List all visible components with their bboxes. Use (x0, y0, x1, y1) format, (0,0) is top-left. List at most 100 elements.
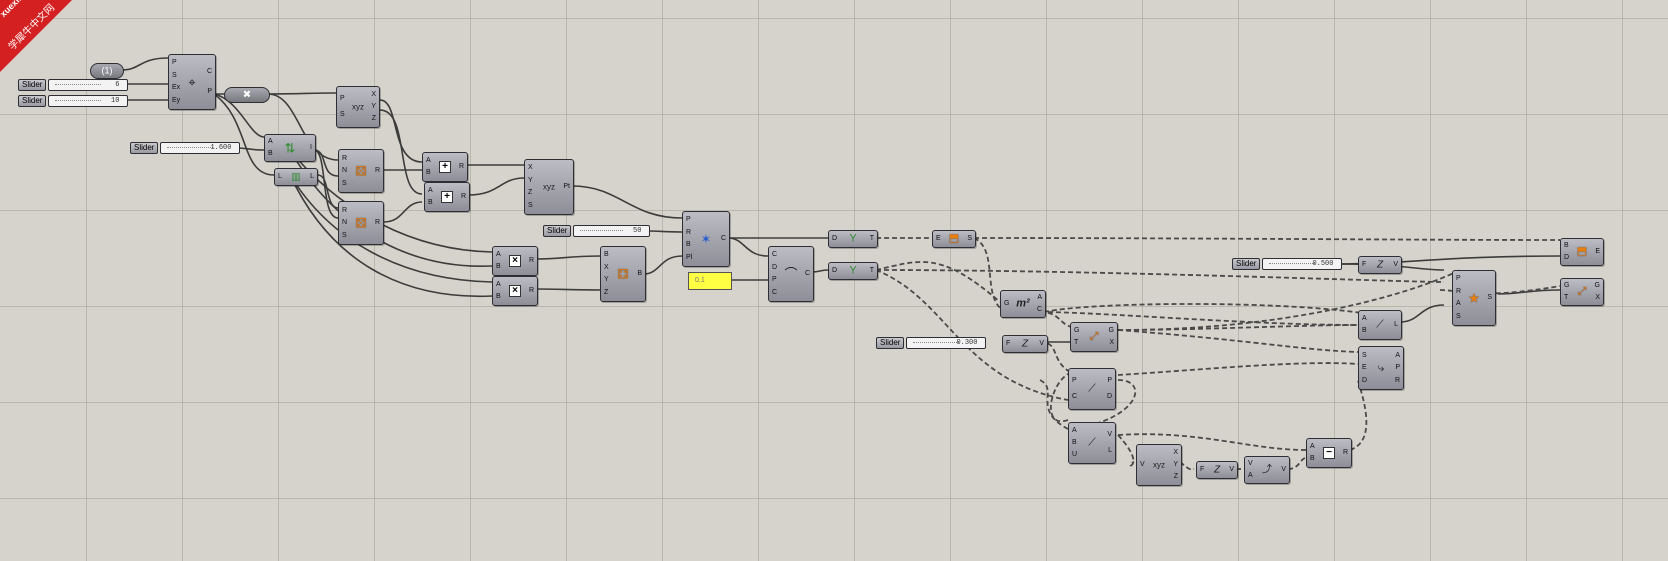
input-port[interactable]: R (342, 154, 348, 162)
input-port[interactable]: P (172, 59, 177, 67)
output-port[interactable]: L (1108, 447, 1112, 454)
slider-track[interactable]: 1.600 (160, 142, 241, 154)
input-port[interactable]: B (496, 293, 501, 300)
input-port[interactable]: R (1456, 287, 1462, 295)
input-port[interactable]: D (772, 263, 778, 271)
slider-track[interactable]: 6 (48, 79, 129, 91)
output-port[interactable]: P (1395, 364, 1400, 371)
input-port[interactable]: P (772, 276, 777, 284)
output-port[interactable]: S (967, 235, 972, 242)
output-port[interactable]: A (1037, 294, 1042, 302)
input-port[interactable]: R (686, 228, 692, 236)
input-port[interactable]: A (268, 138, 273, 146)
input-port[interactable]: F (1200, 466, 1205, 473)
output-port[interactable]: L (1394, 321, 1398, 328)
input-port[interactable]: B (604, 251, 609, 259)
input-port[interactable]: A (1248, 471, 1253, 479)
input-port[interactable]: R (342, 206, 348, 214)
input-port[interactable]: V (1248, 460, 1253, 468)
output-port[interactable]: C (1036, 305, 1042, 313)
slider-4[interactable]: Slider 50 (543, 225, 651, 237)
input-port[interactable]: S (342, 179, 347, 187)
output-port[interactable]: R (1342, 449, 1348, 456)
input-port[interactable]: A (496, 251, 501, 258)
output-port[interactable]: P (1107, 377, 1112, 384)
multiply-param[interactable]: ✖ (224, 87, 270, 103)
input-port[interactable]: A (496, 281, 501, 288)
output-port[interactable]: D (1106, 393, 1112, 400)
output-port[interactable]: T (869, 267, 874, 274)
output-port[interactable]: R (458, 163, 464, 170)
list-length-component[interactable]: L L ▥ (274, 168, 318, 186)
input-port[interactable]: D (832, 267, 838, 274)
input-port[interactable]: U (1072, 451, 1078, 458)
output-port[interactable]: I (310, 144, 312, 151)
input-port[interactable]: G (1004, 300, 1010, 307)
input-port[interactable]: A (1362, 315, 1367, 322)
input-port[interactable]: P (340, 95, 345, 102)
input-port[interactable]: Ex (172, 84, 181, 92)
output-port[interactable]: V (1039, 340, 1044, 347)
input-port[interactable]: E (936, 235, 941, 242)
input-port[interactable]: P (1456, 275, 1461, 283)
input-port[interactable]: A (428, 187, 433, 194)
input-port[interactable]: L (278, 173, 282, 180)
output-port[interactable]: C (804, 270, 810, 277)
value-panel[interactable]: 0.1 (688, 272, 732, 290)
output-port[interactable]: Z (371, 115, 376, 122)
input-port[interactable]: C (772, 251, 778, 259)
output-port[interactable]: V (1229, 466, 1234, 473)
input-port[interactable]: F (1006, 340, 1011, 347)
input-port[interactable]: C (1072, 393, 1078, 400)
input-port[interactable]: C (772, 288, 778, 296)
output-port[interactable]: Y (371, 103, 376, 110)
output-port[interactable]: C (720, 235, 726, 242)
input-port[interactable]: S (1362, 351, 1367, 359)
output-port[interactable]: R (1394, 376, 1400, 384)
input-port[interactable]: A (1310, 443, 1315, 450)
unit-z-component[interactable]: F V Z (1196, 461, 1238, 479)
input-port[interactable]: S (1456, 312, 1461, 320)
output-port[interactable]: X (371, 91, 376, 98)
output-port[interactable]: X (1173, 449, 1178, 456)
extrude-component[interactable]: E S ⬒ (932, 230, 976, 248)
output-port[interactable]: L (310, 173, 314, 180)
output-port[interactable]: V (1281, 466, 1286, 473)
input-port[interactable]: G (1074, 327, 1080, 334)
input-port[interactable]: E (1362, 364, 1367, 371)
input-port[interactable]: A (1072, 427, 1077, 434)
number-param[interactable]: (1) (90, 63, 124, 79)
input-port[interactable]: B (428, 199, 433, 206)
output-port[interactable]: Z (1173, 473, 1178, 480)
input-port[interactable]: P (686, 216, 691, 224)
input-port[interactable]: D (1362, 376, 1368, 384)
slider-track[interactable]: 10 (48, 95, 129, 107)
tree-component[interactable]: D T Y (828, 230, 878, 248)
slider-6[interactable]: Slider 0.300 (876, 337, 987, 349)
output-port[interactable]: R (374, 219, 380, 226)
output-port[interactable]: G (1594, 282, 1600, 290)
input-port[interactable]: N (342, 167, 348, 174)
input-port[interactable]: D (832, 235, 838, 242)
slider-3[interactable]: Slider 1.600 (130, 142, 241, 154)
input-port[interactable]: Ey (172, 96, 181, 104)
input-port[interactable]: T (1074, 339, 1079, 346)
input-port[interactable]: B (1362, 327, 1367, 334)
input-port[interactable]: S (528, 201, 533, 209)
slider-track[interactable]: 50 (573, 225, 651, 237)
output-port[interactable]: P (207, 88, 212, 96)
